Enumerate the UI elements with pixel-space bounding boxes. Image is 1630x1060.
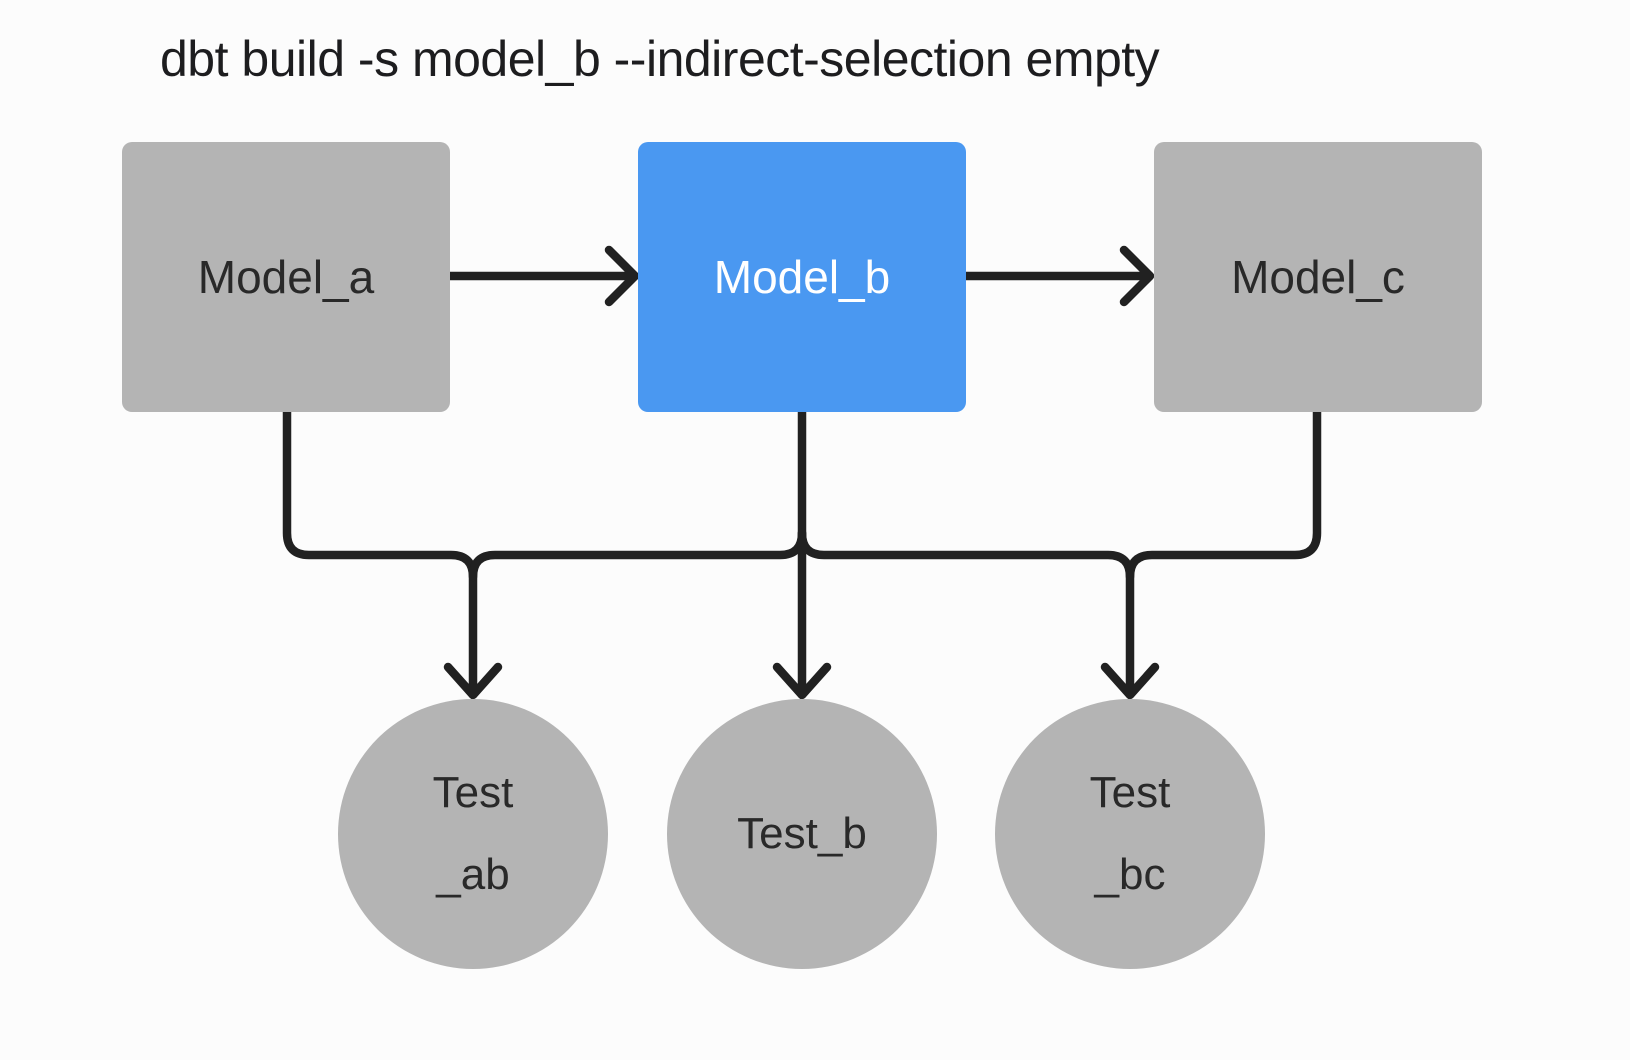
node-model-c-label: Model_c (1231, 251, 1405, 303)
edge-model-a-to-model-b (445, 245, 640, 307)
edge-model-b-to-test-b (772, 405, 832, 700)
node-model-b: Model_b (638, 142, 966, 412)
edge-model-b-to-model-c (961, 245, 1155, 307)
edge-model-c-to-test-bc (1100, 405, 1322, 700)
node-test-ab: Test _ab (338, 699, 608, 969)
node-test-ab-label-line2: _ab (436, 850, 510, 899)
node-model-b-label: Model_b (713, 251, 891, 303)
node-model-a: Model_a (122, 142, 450, 412)
diagram-title: dbt build -s model_b --indirect-selectio… (160, 31, 1160, 87)
node-test-bc: Test _bc (995, 699, 1265, 969)
edge-model-b-to-test-bc (797, 528, 1135, 582)
node-test-bc-label-line2: _bc (1094, 850, 1166, 899)
node-test-bc-label-line1: Test (1089, 768, 1171, 817)
node-test-b-label-line1: Test_b (737, 809, 867, 858)
node-model-a-label: Model_a (197, 251, 375, 303)
node-test-ab-label-line1: Test (432, 768, 514, 817)
node-model-c: Model_c (1154, 142, 1482, 412)
node-test-b: Test_b (667, 699, 937, 969)
edge-model-b-to-test-ab (468, 528, 807, 582)
edge-model-a-to-test-ab (282, 405, 503, 700)
